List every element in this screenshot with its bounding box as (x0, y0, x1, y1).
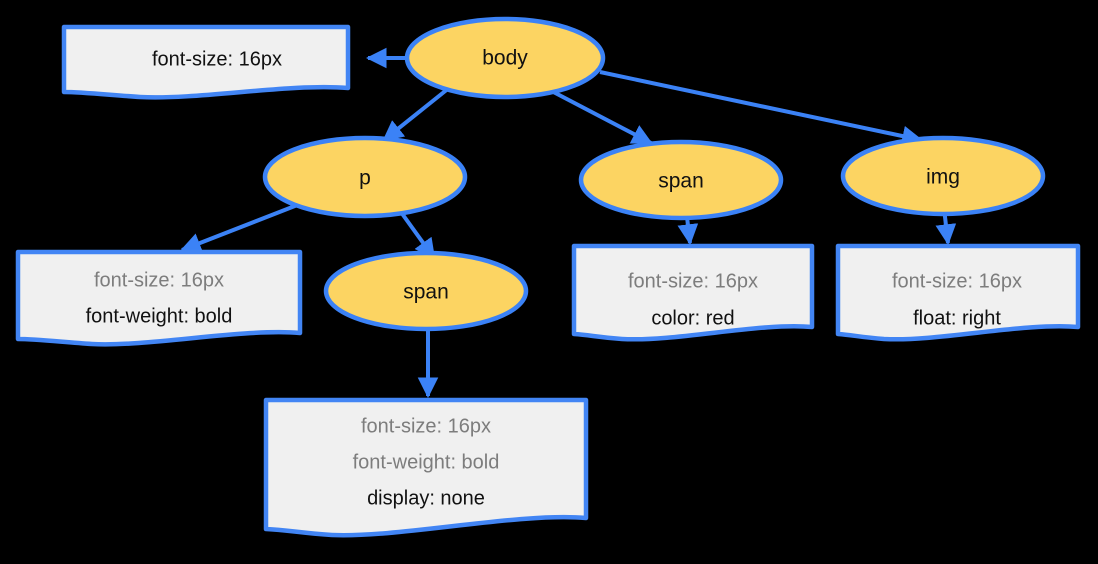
note-img: font-size: 16px float: right (835, 243, 1081, 342)
node-p-ellipse (262, 135, 468, 219)
node-img-ellipse (840, 135, 1046, 217)
note-span-p-line-1: font-weight: bold (353, 451, 500, 473)
node-span-p[interactable]: span (323, 250, 529, 332)
note-p-line-1: font-weight: bold (86, 305, 233, 327)
edge-group (180, 47, 957, 399)
node-span-p-ellipse (323, 250, 529, 332)
node-body[interactable]: body (404, 16, 606, 100)
note-body-line-0: font-size: 16px (152, 48, 282, 70)
note-span-body-line-0: font-size: 16px (628, 270, 758, 292)
node-span-body-label: span (658, 170, 704, 193)
note-img-line-0: font-size: 16px (892, 270, 1022, 292)
edge-body-to-p (382, 82, 456, 142)
edge-p-to-note-p (180, 202, 301, 253)
note-img-shape (835, 243, 1081, 342)
note-span-body-line-1: color: red (651, 307, 734, 329)
note-body-shape (61, 24, 351, 100)
note-p-line-0: font-size: 16px (94, 269, 224, 291)
note-p: font-size: 16px font-weight: bold (15, 249, 303, 347)
edge-body-to-img (599, 70, 924, 147)
node-p-label: p (359, 167, 371, 190)
note-span-p-line-2: display: none (367, 487, 485, 509)
node-img[interactable]: img (840, 135, 1046, 217)
node-p[interactable]: p (262, 135, 468, 219)
node-img-label: img (926, 166, 960, 189)
note-span-body: font-size: 16px color: red (571, 243, 815, 342)
node-body-ellipse (404, 16, 606, 100)
note-span-body-shape (571, 243, 815, 342)
note-span-p-line-0: font-size: 16px (361, 415, 491, 437)
note-span-p-shape (263, 397, 589, 538)
node-span-p-label: span (403, 281, 449, 304)
note-body: font-size: 16px (61, 24, 351, 100)
edge-p-to-span-p (396, 206, 436, 260)
node-span-body[interactable]: span (578, 139, 784, 221)
node-body-label: body (482, 47, 528, 70)
node-span-body-ellipse (578, 139, 784, 221)
note-img-line-1: float: right (913, 307, 1001, 329)
note-p-shape (15, 249, 303, 347)
note-span-p: font-size: 16px font-weight: bold displa… (263, 397, 589, 538)
edge-body-to-span (539, 83, 653, 145)
